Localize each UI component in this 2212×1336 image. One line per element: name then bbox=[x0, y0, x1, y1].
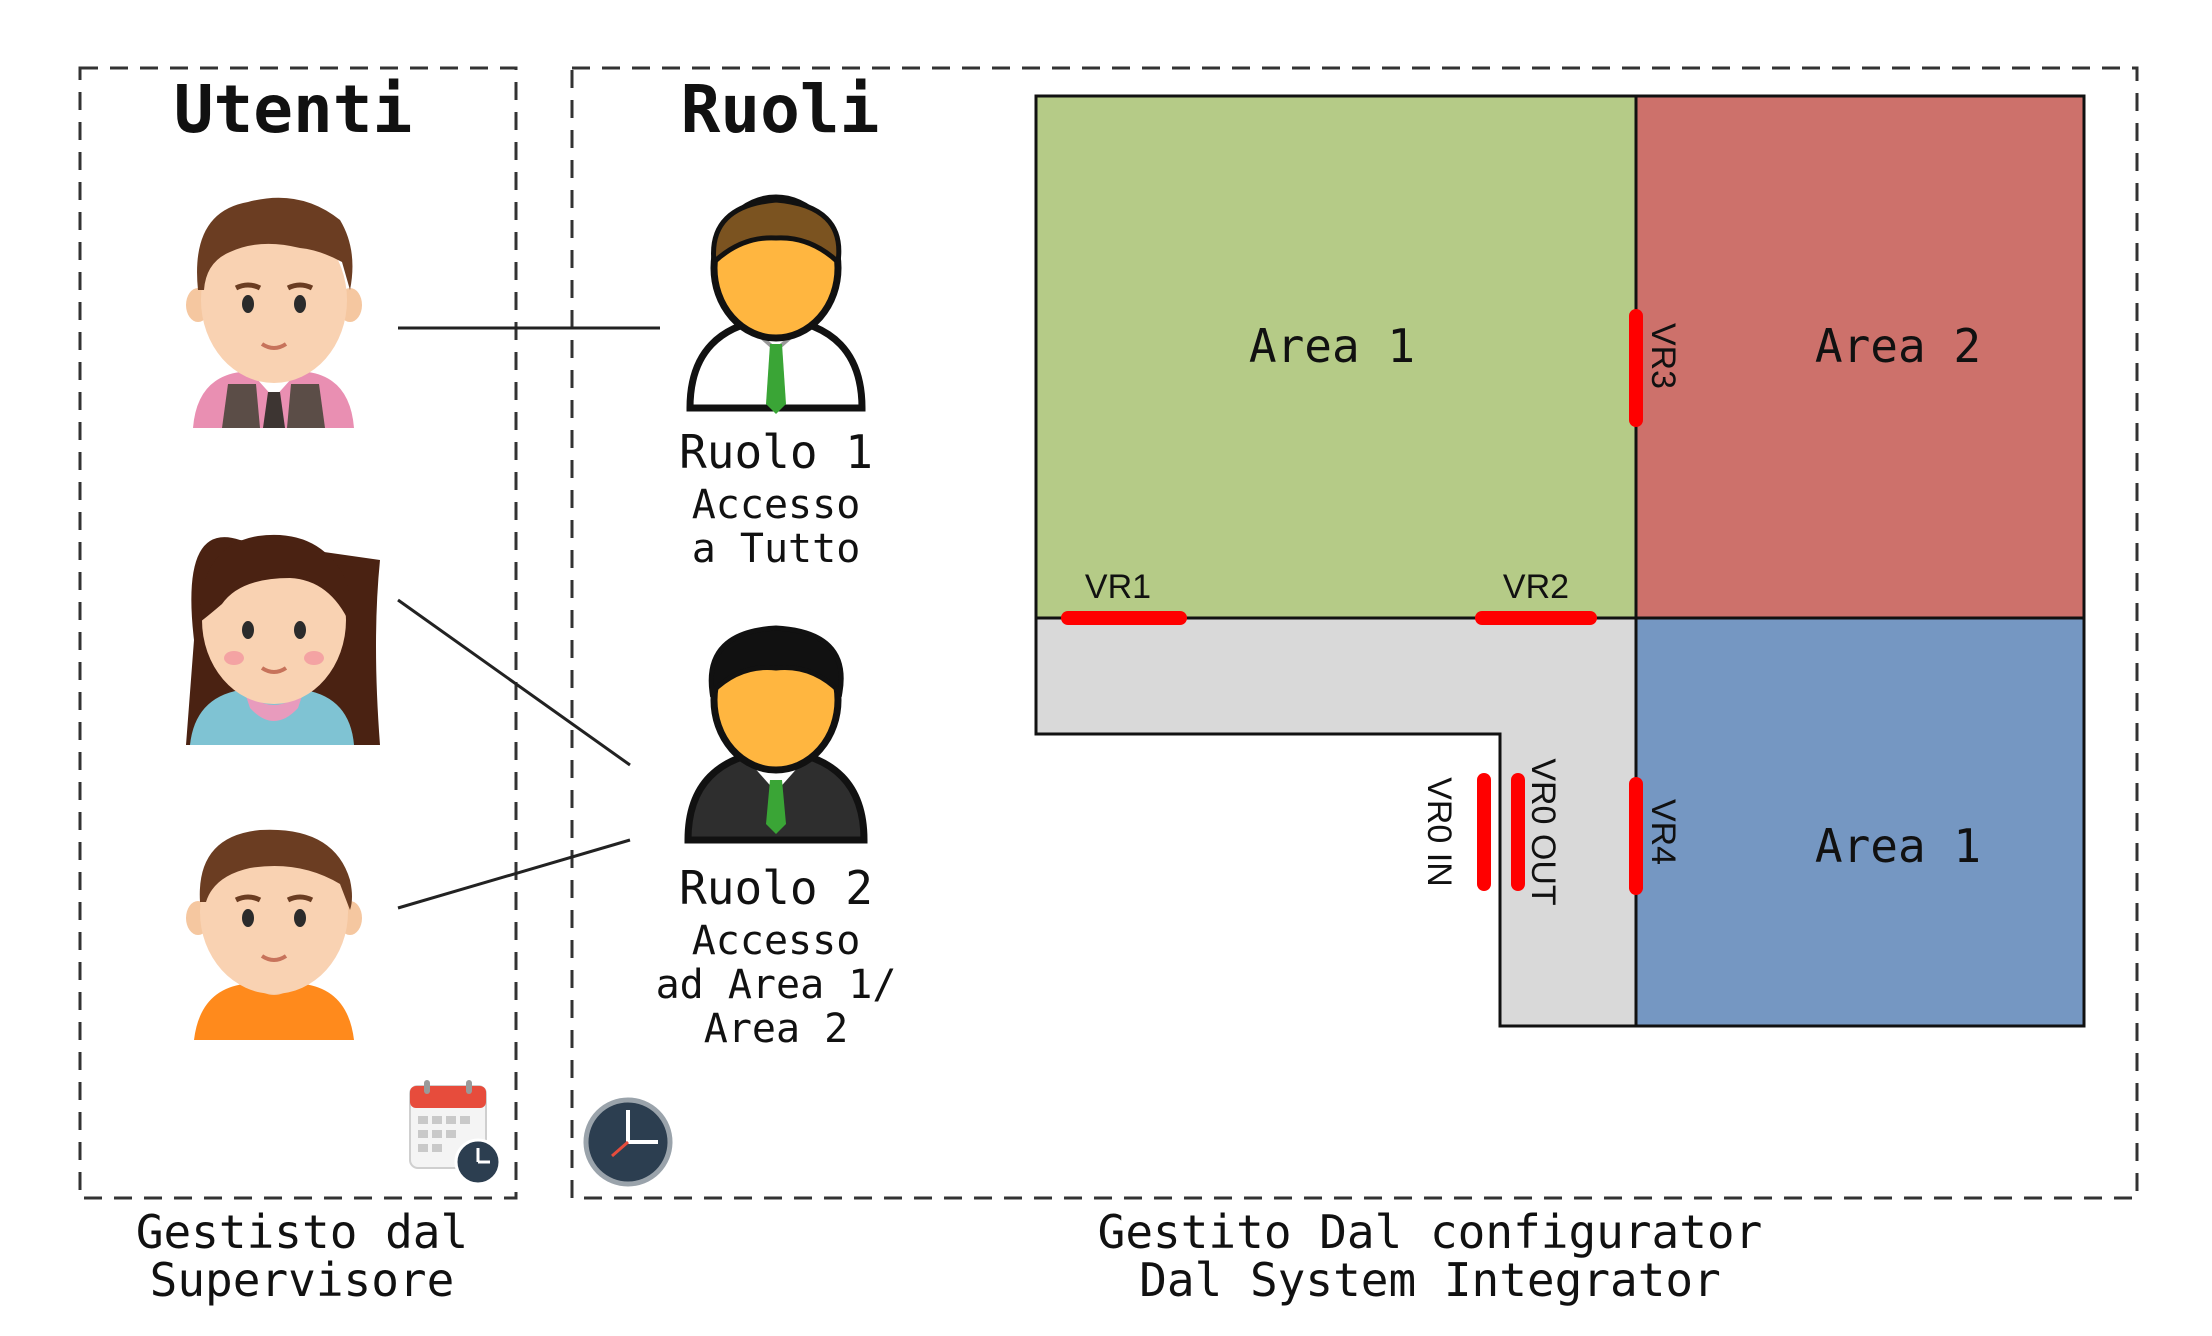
clock-icon bbox=[583, 1097, 673, 1187]
woman-user-icon bbox=[186, 534, 380, 745]
area-1-bottom-label: Area 1 bbox=[1815, 819, 1981, 873]
connector-user3-role2 bbox=[397, 838, 631, 910]
role-1-desc-line2: a Tutto bbox=[692, 526, 861, 572]
role-1-avatar-icon bbox=[686, 194, 866, 414]
boy-user-icon bbox=[186, 829, 362, 1040]
role-2-avatar-icon bbox=[684, 625, 868, 844]
area-1-top-room bbox=[1034, 94, 1638, 620]
role-2-desc-line2: ad Area 1/ bbox=[656, 962, 897, 1008]
role-2-name: Ruolo 2 bbox=[679, 861, 873, 915]
roles-footer-line1: Gestito Dal configurator bbox=[1098, 1205, 1763, 1259]
roles-heading: Ruoli bbox=[681, 71, 880, 148]
users-heading: Utenti bbox=[174, 71, 412, 148]
gate-vr0-out-label: VR0 OUT bbox=[1524, 758, 1562, 905]
gate-vr4-label: VR4 bbox=[1644, 799, 1682, 865]
users-footer-line2: Supervisore bbox=[150, 1253, 455, 1307]
role-2-desc-line1: Accesso bbox=[692, 918, 861, 964]
gate-vr0-in-label: VR0 IN bbox=[1420, 777, 1458, 887]
role-1-desc-line1: Accesso bbox=[692, 482, 861, 528]
roles-section-box bbox=[570, 66, 2139, 1200]
gate-vr3-label: VR3 bbox=[1644, 323, 1682, 389]
roles-footer-line2: Dal System Integrator bbox=[1139, 1253, 1721, 1307]
role-2-desc-line3: Area 2 bbox=[704, 1006, 849, 1052]
area-2-label: Area 2 bbox=[1815, 319, 1981, 373]
gate-vr2-label: VR2 bbox=[1503, 568, 1569, 606]
users-footer-line1: Gestisto dal bbox=[136, 1205, 468, 1259]
floor-plan: Area 1 Area 2 Area 1 VR1 VR2 VR3 VR4 VR0… bbox=[1034, 94, 2086, 1028]
man-user-icon bbox=[186, 197, 362, 428]
calendar-clock-icon bbox=[409, 1080, 502, 1186]
area-1-bottom-room bbox=[1634, 616, 2086, 1028]
gate-vr1-label: VR1 bbox=[1085, 568, 1151, 606]
connector-user2-role2 bbox=[397, 598, 631, 767]
area-1-top-label: Area 1 bbox=[1249, 319, 1415, 373]
users-section-box bbox=[78, 66, 518, 1200]
role-1-name: Ruolo 1 bbox=[679, 425, 873, 479]
